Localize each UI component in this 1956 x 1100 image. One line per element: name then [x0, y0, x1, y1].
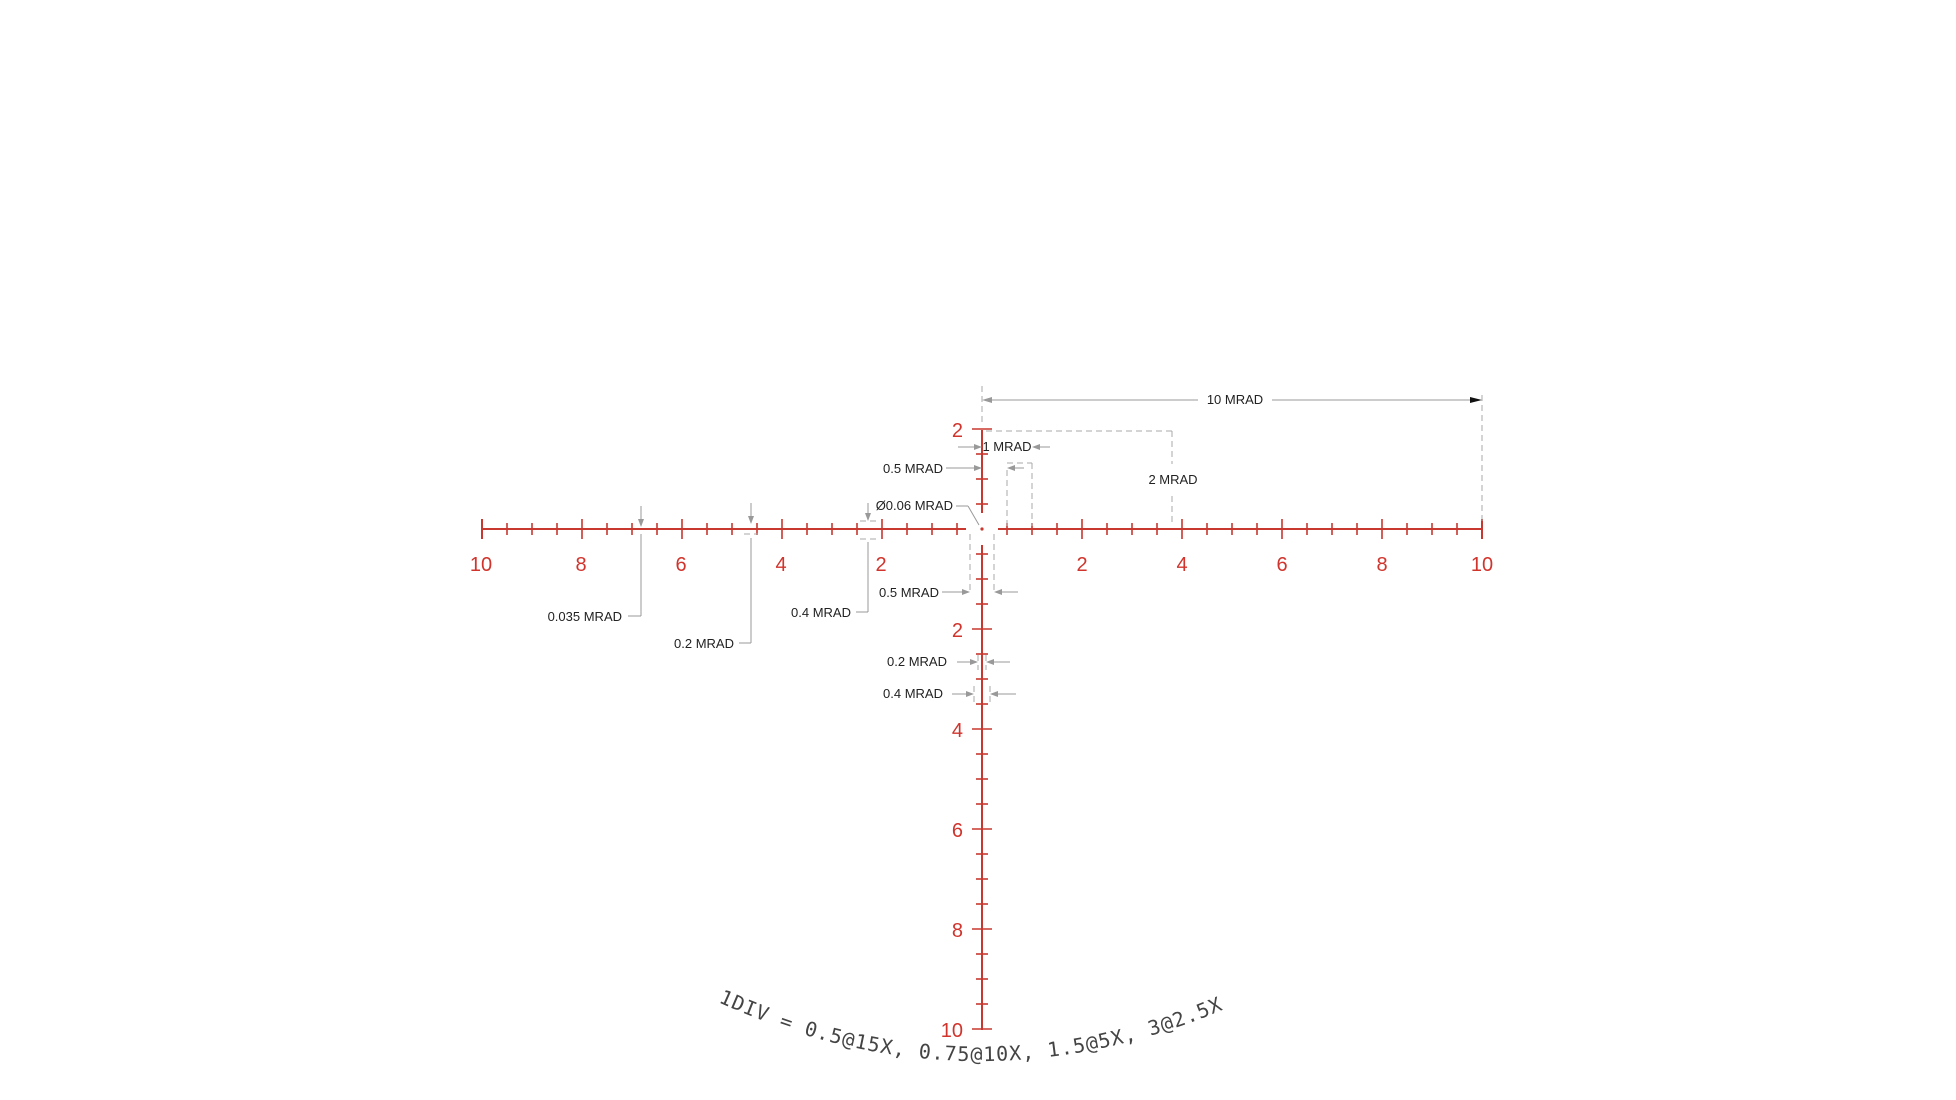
vertical-stadia — [972, 428, 992, 1030]
h-label-left-4: 4 — [775, 554, 786, 576]
annotation-dot: Ø0.06 MRAD — [876, 498, 953, 513]
v-label-bottom-2: 2 — [952, 620, 963, 642]
h-label-left-6: 6 — [675, 554, 686, 576]
dimension-h-tick-02: 0.2 MRAD — [674, 503, 758, 651]
h-label-left-2: 2 — [875, 554, 886, 576]
vertical-ticks — [972, 428, 992, 1030]
dimension-v-tick-04: 0.4 MRAD — [883, 686, 1016, 702]
dimension-v-tick-02: 0.2 MRAD — [887, 654, 1010, 670]
dimension-2-mrad: 2 MRAD — [986, 430, 1198, 526]
dimension-half-bottom: 0.5 MRAD — [879, 534, 1018, 600]
v-label-bottom-6: 6 — [952, 820, 963, 842]
h-label-left-8: 8 — [575, 554, 586, 576]
dimension-h-tick-04: 0.4 MRAD — [791, 503, 876, 620]
v-label-bottom-10: 10 — [941, 1020, 963, 1042]
annotation-1-mrad: 1 MRAD — [982, 439, 1031, 454]
h-label-left-10: 10 — [470, 554, 492, 576]
h-label-right-4: 4 — [1176, 554, 1187, 576]
annotation-h-tick-04: 0.4 MRAD — [791, 605, 851, 620]
annotation-10-mrad: 10 MRAD — [1207, 392, 1263, 407]
magnification-formula: 1DIV = 0.5@15X, 0.75@10X, 1.5@5X, 3@2.5X — [716, 985, 1226, 1066]
h-label-right-6: 6 — [1276, 554, 1287, 576]
dimension-line-thickness: 0.035 MRAD — [548, 506, 644, 624]
h-label-right-2: 2 — [1076, 554, 1087, 576]
annotation-v-tick-04: 0.4 MRAD — [883, 686, 943, 701]
dimension-half-top: 0.5 MRAD — [883, 461, 1024, 526]
annotation-2-mrad: 2 MRAD — [1148, 472, 1197, 487]
v-label-top-2: 2 — [952, 420, 963, 442]
v-label-bottom-8: 8 — [952, 920, 963, 942]
annotation-half-top: 0.5 MRAD — [883, 461, 943, 476]
formula-text: 1DIV = 0.5@15X, 0.75@10X, 1.5@5X, 3@2.5X — [716, 985, 1225, 1066]
annotation-line-thickness: 0.035 MRAD — [548, 609, 622, 624]
annotation-v-tick-02: 0.2 MRAD — [887, 654, 947, 669]
h-label-right-8: 8 — [1376, 554, 1387, 576]
dimension-1-mrad: 1 MRAD — [958, 439, 1050, 526]
center-dot — [980, 527, 984, 531]
annotation-h-tick-02: 0.2 MRAD — [674, 636, 734, 651]
dimension-10-mrad: 10 MRAD — [981, 386, 1483, 522]
dimension-dot: Ø0.06 MRAD — [876, 498, 980, 526]
v-label-bottom-4: 4 — [952, 720, 963, 742]
h-label-right-10: 10 — [1471, 554, 1493, 576]
annotation-half-bottom: 0.5 MRAD — [879, 585, 939, 600]
